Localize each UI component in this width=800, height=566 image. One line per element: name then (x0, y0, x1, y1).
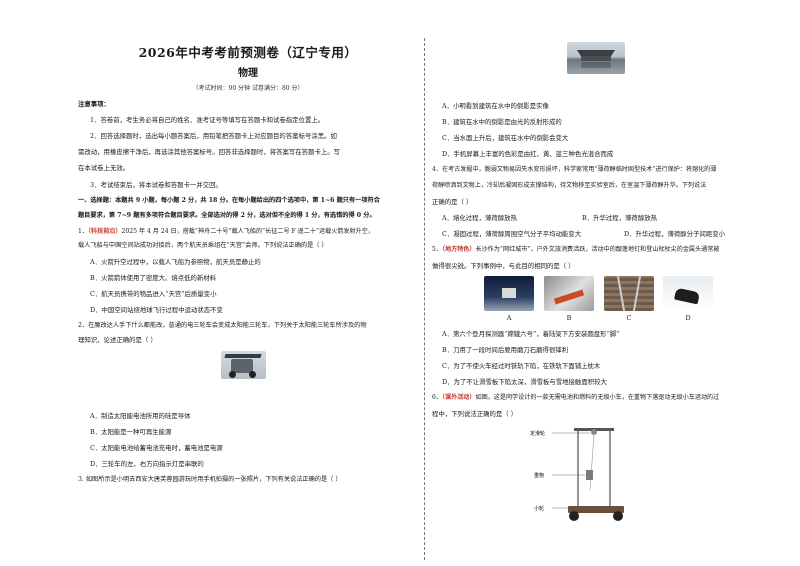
q5-line-1: 5．（地方特色）长沙作为“网红城市”，户外文旅消费活跃，活动中的靓蓬地钉和登山杖… (432, 246, 720, 253)
note-2b: 需改动，用橡皮擦干净后，再选涂其他答案标号。回答非选择题时，将答案写在答题卡上。… (78, 148, 341, 156)
q6-line-1: 6．（课外活动）如图，这是同学设计的一款无需电池和燃料的无级小车，在重物下落驱动… (432, 394, 720, 401)
photo-label-a: A (506, 314, 512, 322)
q4-option-c: C．凝固过程，薄荷醇周围空气分子平均动能变大 (442, 230, 582, 238)
label-weight: 重物 (534, 472, 544, 479)
knife-sharpening-photo (544, 276, 594, 311)
q1-line-2: 载人飞船与中国空间站成功对接后，两个航天员乘组在“天宫”会师。下列说法正确的是（… (78, 242, 328, 249)
q2-line-2: 理知识，论述正确的是（ ） (78, 336, 157, 344)
subject-title: 物理 (238, 68, 258, 79)
q4-line-2: 荷醇喷洒到文物上，冷却后凝固形成支撑结构，待文物移至实验室后，在室温下薄荷醇升华… (432, 182, 707, 189)
wheel-right-icon (613, 511, 623, 521)
photo-label-d: D (685, 314, 691, 322)
label-pulley: 定滑轮 (530, 430, 545, 437)
string-line (589, 433, 595, 491)
column-divider (424, 38, 425, 560)
q5-line-2: 做得很尖锐。下列事例中，与此目的相同的是（ ） (432, 262, 575, 270)
q6-tag: （课外活动） (441, 394, 476, 401)
q2-line-1: 2．在魔改达人手下什么都能改，普通的电三轮车会变成太阳能三轮车，下列关于太阳能三… (78, 322, 367, 329)
car-base (568, 506, 624, 513)
railway-sleepers-photo (604, 276, 654, 311)
q1-option-c: C．航天员携带的物品进入“天宫”后质量变小 (90, 290, 217, 298)
q1-option-d: D．中国空间站绕地球飞行过程中运动状态不变 (90, 306, 223, 314)
q3-option-c: C．当水面上升后，建筑在水中的倒影会变大 (442, 134, 569, 142)
q5-option-b: B．刀用了一段时间后要用磨刀石磨得很锋利 (442, 346, 569, 354)
q4-line-1: 4．在考古发掘中，脆弱文物易因失水变形损坏，科学家常用“薄荷醇临时固型技术”进行… (432, 166, 717, 173)
lunar-lander-photo (484, 276, 534, 311)
q4-line-3: 正确的是（ ） (432, 198, 473, 206)
q1-option-b: B．火箭箭体使用了密度大、熔点低的新材料 (90, 274, 217, 282)
q5-option-c: C．为了不使火车经过时铁轨下陷，在铁轨下面铺上枕木 (442, 362, 601, 370)
q3-option-d: D．手机屏幕上丰富的色彩是由红、黄、蓝三种色光混合而成 (442, 150, 614, 158)
exam-title: 2026年中考考前预测卷（辽宁专用） (138, 45, 358, 60)
notes-heading: 注意事项： (78, 100, 110, 108)
q5-option-d: D．为了不让滑雪板下陷太深，滑雪板与雪地接触面积较大 (442, 378, 607, 386)
q5-tag: （地方特色） (441, 246, 476, 253)
note-2c: 在本试卷上无效。 (78, 164, 130, 172)
left-column: 2026年中考考前预测卷（辽宁专用） 物理 （考试时间：90 分钟 试卷满分：8… (78, 0, 418, 566)
weight-block (586, 470, 593, 480)
label-wheel: 小轮 (534, 505, 544, 512)
solar-tricycle-photo (221, 351, 266, 379)
pulley-icon (591, 429, 597, 435)
building-reflection-photo (567, 42, 625, 74)
note-1: 1．答卷前，考生务必将自己的姓名、准考证号等填写在答题卡和试卷指定位置上。 (90, 116, 325, 124)
right-column: A．小明看到建筑在水中的倒影是实像 B．建筑在水中的倒影是由光的反射形成的 C．… (432, 0, 772, 566)
q4-option-b: B．升华过程，薄荷醇放热 (582, 214, 657, 222)
q2-option-d: D．三轮车的左、右方向指示灯是串联的 (90, 460, 204, 468)
skier-photo (663, 276, 713, 311)
wheel-left-icon (569, 511, 579, 521)
q4-option-d: D．升华过程，薄荷醇分子间距变小 (624, 230, 725, 238)
photo-label-b: B (566, 314, 572, 322)
q3-line-1: 3. 如图所示是小明去西安大唐芙蓉园游玩时用手机拍摄的一张照片，下列有关说法正确… (78, 476, 342, 483)
section-intro-2: 题目要求，第 7~9 题有多项符合题目要求。全部选对的得 2 分，选对但不全的得… (78, 212, 376, 219)
q1-line-1: 1．（科技前沿）2025 年 4 月 24 日，搭载“神舟二十号”载人飞船的“长… (78, 228, 374, 235)
q3-option-a: A．小明看到建筑在水中的倒影是实像 (442, 102, 549, 110)
exam-meta: （考试时间：90 分钟 试卷满分：80 分） (192, 85, 304, 92)
note-2a: 2．回答选择题时，选出每小题答案后，用铅笔把答题卡上对应题目的答案标号涂黑。如 (90, 132, 337, 140)
q2-option-c: C．太阳能电池给蓄电池充电时，蓄电池是电源 (90, 444, 223, 452)
section-intro-1: 一、选择题：本题共 9 小题，每小题 2 分，共 18 分。在每小题给出的四个选… (78, 197, 380, 204)
weight-powered-car-diagram: 定滑轮 重物 小轮 (530, 428, 624, 521)
q4-option-a: A．熔化过程，薄荷醇放热 (442, 214, 517, 222)
q1-option-a: A．火箭升空过程中，以载人飞船为参照物，航天员是静止的 (90, 258, 261, 266)
q2-option-b: B．太阳能是一种可再生能源 (90, 428, 172, 436)
q5-option-a: A．第六个登月探测器“嫦娥六号”，着陆架下方安装圆盘形“脚” (442, 330, 620, 338)
note-3: 3．考试结束后，将本试卷和答题卡一并交回。 (90, 181, 222, 189)
q2-option-a: A．制造太阳能电池所用的硅是导体 (90, 412, 191, 420)
photo-label-c: C (626, 314, 632, 322)
q6-line-2: 程中，下列说法正确的是（ ） (432, 410, 518, 418)
q3-option-b: B．建筑在水中的倒影是由光的反射形成的 (442, 118, 562, 126)
q1-tag: （科技前沿） (87, 228, 122, 235)
